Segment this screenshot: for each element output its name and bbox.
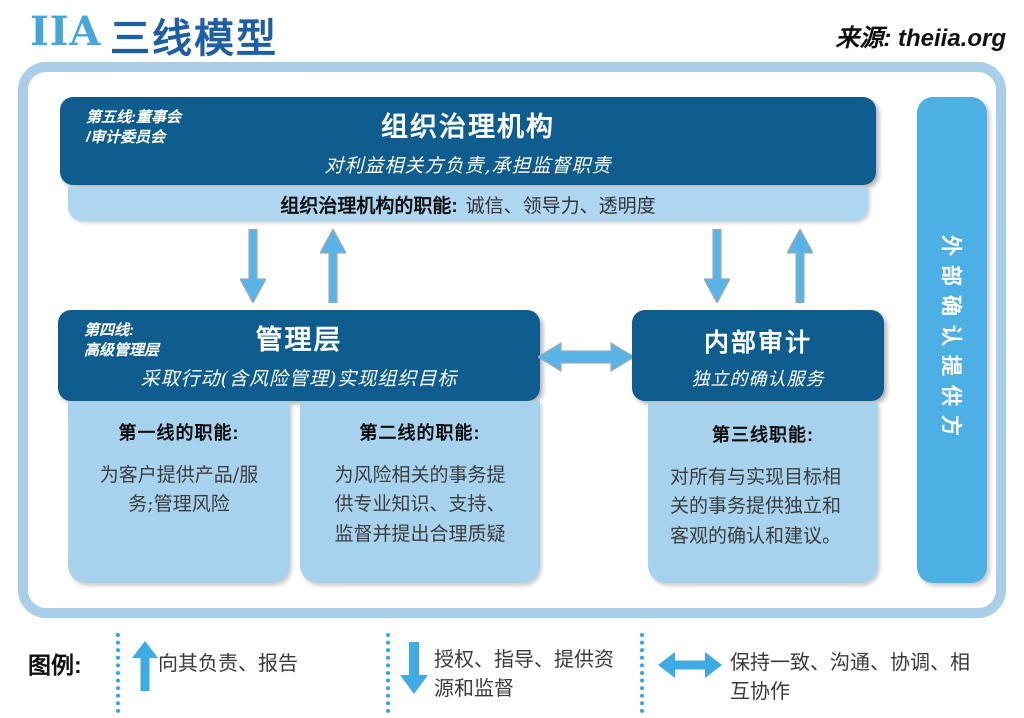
legend-divider <box>386 633 390 713</box>
up-arrow-icon <box>132 641 158 691</box>
functions-values: 诚信、领导力、透明度 <box>465 195 656 217</box>
governing-body-subtitle: 对利益相关方负责,承担监督职责 <box>324 155 612 177</box>
delegate-down-arrow-icon <box>704 229 730 303</box>
first-line-body: 为客户提供产品/服务;管理风险 <box>99 464 259 516</box>
legend-divider <box>640 633 644 713</box>
delegate-down-arrow-icon <box>240 229 266 303</box>
internal-audit-title: 内部审计 <box>703 329 812 357</box>
external-assurance-label: 外部确认提供方 <box>939 235 962 445</box>
third-line-body: 对所有与实现目标相关的事务提供独立和客观的确认和建议。 <box>670 466 842 547</box>
iia-logo: IIA <box>30 8 102 55</box>
double-arrow-icon <box>658 652 722 678</box>
governing-body-title: 组织治理机构 <box>381 112 555 142</box>
page-title: 三线模型 <box>110 15 278 62</box>
down-arrow-icon <box>400 642 428 694</box>
legend-item-alignment: 保持一致、沟通、协调、相互协作 <box>730 650 970 703</box>
first-line-heading: 第一线的职能: <box>118 423 240 443</box>
third-line-column: 第三线职能: 对所有与实现目标相关的事务提供独立和客观的确认和建议。 <box>648 403 878 583</box>
first-line-column: 第一线的职能: 为客户提供产品/服务;管理风险 <box>68 401 290 583</box>
legend-item-delegation: 授权、指导、提供资源和监督 <box>434 647 614 700</box>
report-up-arrow-icon <box>320 229 346 303</box>
third-line-heading: 第三线职能: <box>712 425 814 445</box>
legend-divider <box>116 633 120 713</box>
internal-audit-box: 内部审计 独立的确认服务 <box>632 310 884 401</box>
management-title: 管理层 <box>255 325 343 355</box>
internal-audit-subtitle: 独立的确认服务 <box>691 369 825 390</box>
management-box: 第四线: 高级管理层 管理层 采取行动(含风险管理)实现组织目标 <box>58 310 540 401</box>
governing-body-functions-bar: 组织治理机构的职能: 诚信、领导力、透明度 <box>68 187 868 221</box>
source-attribution: 来源: theiia.org <box>835 25 1006 52</box>
second-line-body: 为风险相关的事务提供专业知识、支持、监督并提出合理质疑 <box>334 464 506 545</box>
line4-label: 第四线: 高级管理层 <box>84 322 160 359</box>
second-line-heading: 第二线的职能: <box>359 423 481 443</box>
external-assurance-bar: 外部确认提供方 <box>917 97 987 583</box>
alignment-double-arrow-icon <box>538 341 634 373</box>
report-up-arrow-icon <box>787 229 813 303</box>
functions-label: 组织治理机构的职能: <box>280 195 458 217</box>
governing-body-box: 第五线:董事会 /审计委员会 组织治理机构 对利益相关方负责,承担监督职责 <box>60 97 876 185</box>
legend-label: 图例: <box>28 652 82 678</box>
management-subtitle: 采取行动(含风险管理)实现组织目标 <box>140 368 458 390</box>
line5-label: 第五线:董事会 /审计委员会 <box>86 109 181 146</box>
second-line-column: 第二线的职能: 为风险相关的事务提供专业知识、支持、监督并提出合理质疑 <box>300 401 540 583</box>
legend-item-accountability: 向其负责、报告 <box>158 651 298 675</box>
